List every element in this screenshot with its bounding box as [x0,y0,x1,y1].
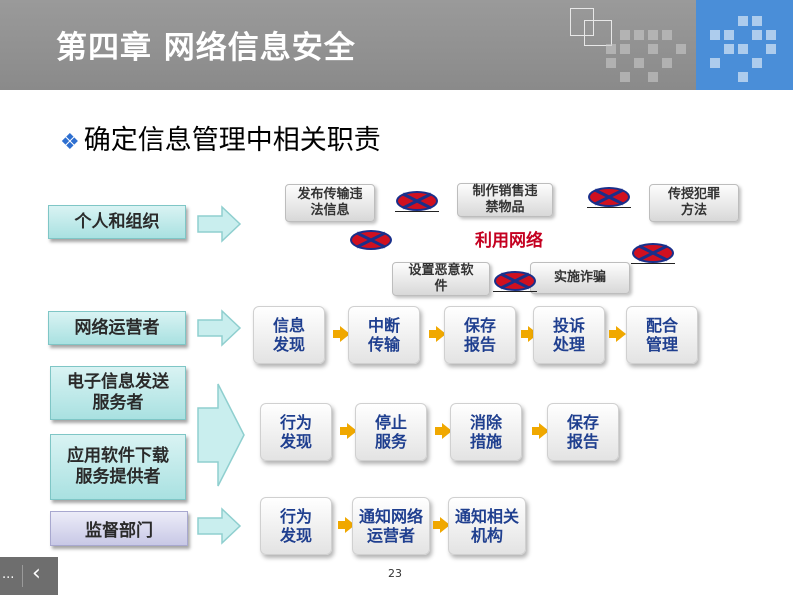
prohibited-item: 实施诈骗 [530,262,630,294]
prohibition-icon [493,271,537,292]
group-label: 网络运营者 [74,317,160,338]
flow-step: 投诉 处理 [533,306,605,364]
page-title: 第四章 网络信息安全 [56,30,356,66]
group-arrow-icon [197,383,245,487]
group-app-providers: 应用软件下载服务提供者 [50,434,186,500]
flow-arrow-icon [609,326,626,342]
group-arrow-icon [197,205,242,243]
flow-arrow-icon [338,517,355,533]
prohibited-item: 制作销售违禁物品 [457,183,553,217]
flow-arrow-icon [435,423,452,439]
more-options-icon[interactable]: ... [2,567,15,582]
flow-step: 消除 措施 [450,403,522,461]
divider [22,565,23,587]
group-arrow-icon [197,507,242,545]
prohibition-icon [587,187,631,208]
title-bar [0,0,793,90]
flow-step: 保存 报告 [444,306,516,364]
flow-step: 停止 服务 [355,403,427,461]
flow-arrow-icon [433,517,450,533]
group-label: 个人和组织 [74,211,160,232]
group-supervisors: 监督部门 [50,511,188,546]
diamond-bullet-icon: ❖ [60,130,80,155]
flow-step: 配合 管理 [626,306,698,364]
prohibited-item: 传授犯罪方法 [649,184,739,222]
prohibition-icon [350,230,392,250]
previous-slide-icon[interactable]: ‹ [32,561,41,586]
flow-step: 行为 发现 [260,497,332,555]
decorative-squares [560,0,793,90]
group-label: 应用软件下载服务提供者 [67,446,169,487]
prohibited-item: 设置恶意软件 [392,262,490,296]
flow-step: 保存 报告 [547,403,619,461]
prohibition-icon [631,243,675,264]
flow-arrow-icon [429,326,446,342]
slide-nav-control[interactable]: ... ‹ [0,557,58,595]
flow-step: 通知相关 机构 [448,497,526,555]
flow-step: 行为 发现 [260,403,332,461]
warning-label: 利用网络 [475,231,543,251]
group-network-operators: 网络运营者 [48,311,186,345]
section-heading: ❖确定信息管理中相关职责 [60,118,381,157]
page-number: 23 [388,567,402,580]
flow-step: 通知网络 运营者 [352,497,430,555]
flow-arrow-icon [333,326,350,342]
prohibited-item: 发布传输违法信息 [285,184,375,222]
prohibition-icon [395,191,439,212]
group-individuals: 个人和组织 [48,205,186,239]
group-e-info-senders: 电子信息发送服务者 [50,366,186,420]
flow-arrow-icon [532,423,549,439]
section-heading-text: 确定信息管理中相关职责 [83,125,381,156]
flow-arrow-icon [340,423,357,439]
group-label: 电子信息发送服务者 [67,372,169,413]
group-arrow-icon [197,309,242,347]
flow-step: 信息 发现 [253,306,325,364]
flow-step: 中断 传输 [348,306,420,364]
group-label: 监督部门 [85,521,153,541]
